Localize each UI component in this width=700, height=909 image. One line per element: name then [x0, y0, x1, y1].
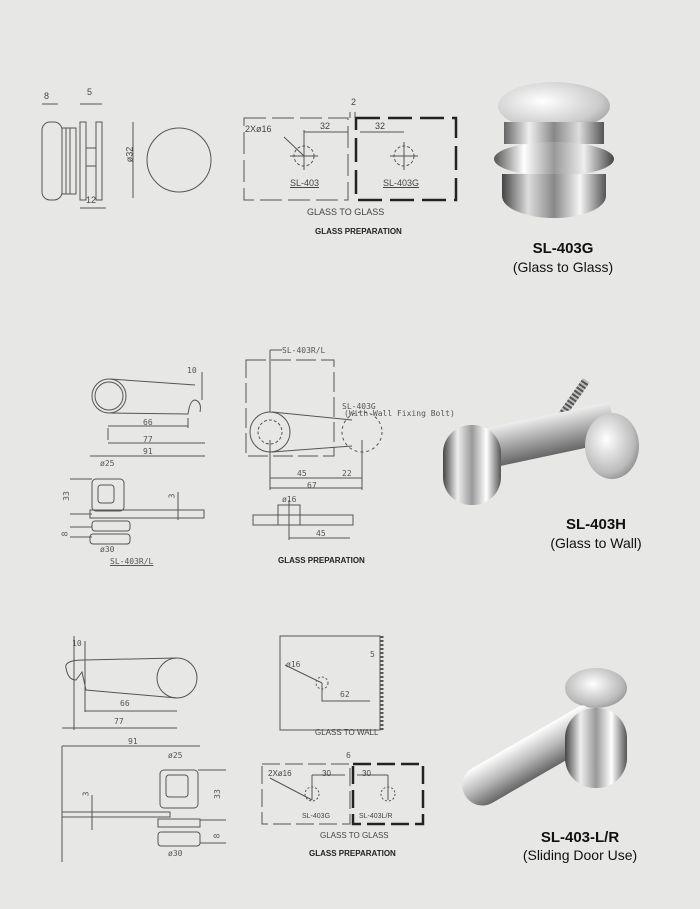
sl-403-lr-photo	[445, 668, 645, 813]
dim: 66	[143, 418, 153, 427]
dim: 45	[297, 469, 307, 478]
part-label: SL-403R/L	[110, 557, 154, 566]
dim: 67	[307, 481, 317, 490]
dim: 33	[61, 491, 71, 501]
callout: SL-403R/L	[282, 346, 326, 355]
sl-403h-photo	[435, 375, 645, 510]
dim: 66	[120, 699, 130, 708]
dim: ø30	[100, 545, 115, 554]
panel-label: SL-403G	[383, 178, 420, 188]
prep-label: GLASS PREPARATION	[278, 556, 365, 565]
prep-label: GLASS PREPARATION	[309, 849, 396, 858]
product-code: SL-403H	[565, 516, 627, 533]
dim: 2Xø16	[245, 124, 272, 134]
dim: ø16	[282, 495, 297, 504]
caption: GLASS TO GLASS	[320, 831, 389, 840]
sl-403g-photo	[494, 82, 614, 222]
dim: 32	[320, 121, 331, 131]
dim: 62	[340, 690, 350, 699]
dim: 8	[212, 833, 222, 839]
caption: GLASS TO GLASS	[307, 207, 385, 217]
dim: 33	[212, 789, 222, 799]
dim: 30	[322, 769, 331, 778]
dim: ø16	[286, 660, 301, 669]
dim: 77	[143, 435, 153, 444]
dim: 6	[346, 751, 351, 760]
dim: 8	[60, 531, 70, 537]
sl-403g-side-view	[41, 103, 106, 209]
dim: 5	[87, 87, 93, 97]
dim: ø25	[100, 459, 115, 468]
prep-label: GLASS PREPARATION	[315, 227, 402, 236]
sl-403g-front-view	[146, 127, 212, 193]
caption-wall: GLASS TO WALL	[315, 728, 379, 737]
product-use: (Sliding Door Use)	[522, 847, 638, 863]
panel-label: SL-403	[290, 178, 320, 188]
dim: 2	[351, 97, 357, 107]
dim: 10	[187, 366, 197, 375]
dim: ø32	[124, 146, 135, 163]
product-code: SL-403-L/R	[540, 829, 620, 846]
dim: 2Xø16	[268, 769, 292, 778]
dim: 8	[44, 91, 50, 101]
product-use: (Glass to Wall)	[550, 535, 642, 551]
dim: 45	[316, 529, 326, 538]
panel-label: SL-403L/R	[359, 813, 393, 820]
dim: 3	[81, 791, 91, 797]
dim: ø30	[168, 849, 183, 858]
dim: ø25	[168, 751, 183, 760]
product-code: SL-403G	[532, 240, 594, 257]
dim: 32	[375, 121, 386, 131]
panel-label: SL-403G	[302, 813, 331, 820]
dim: 12	[86, 195, 97, 205]
dim: 22	[342, 469, 352, 478]
dim: 10	[72, 639, 82, 648]
product-use: (Glass to Glass)	[512, 259, 614, 275]
dim: 77	[114, 717, 124, 726]
callout: SL-403G	[342, 402, 376, 411]
dim: 3	[167, 493, 177, 499]
dim: 91	[143, 447, 153, 456]
callout-note: (With Wall Fixing Bolt)	[344, 409, 455, 418]
dim: 5	[370, 650, 375, 659]
dim: 91	[128, 737, 138, 746]
dim: 30	[362, 769, 371, 778]
